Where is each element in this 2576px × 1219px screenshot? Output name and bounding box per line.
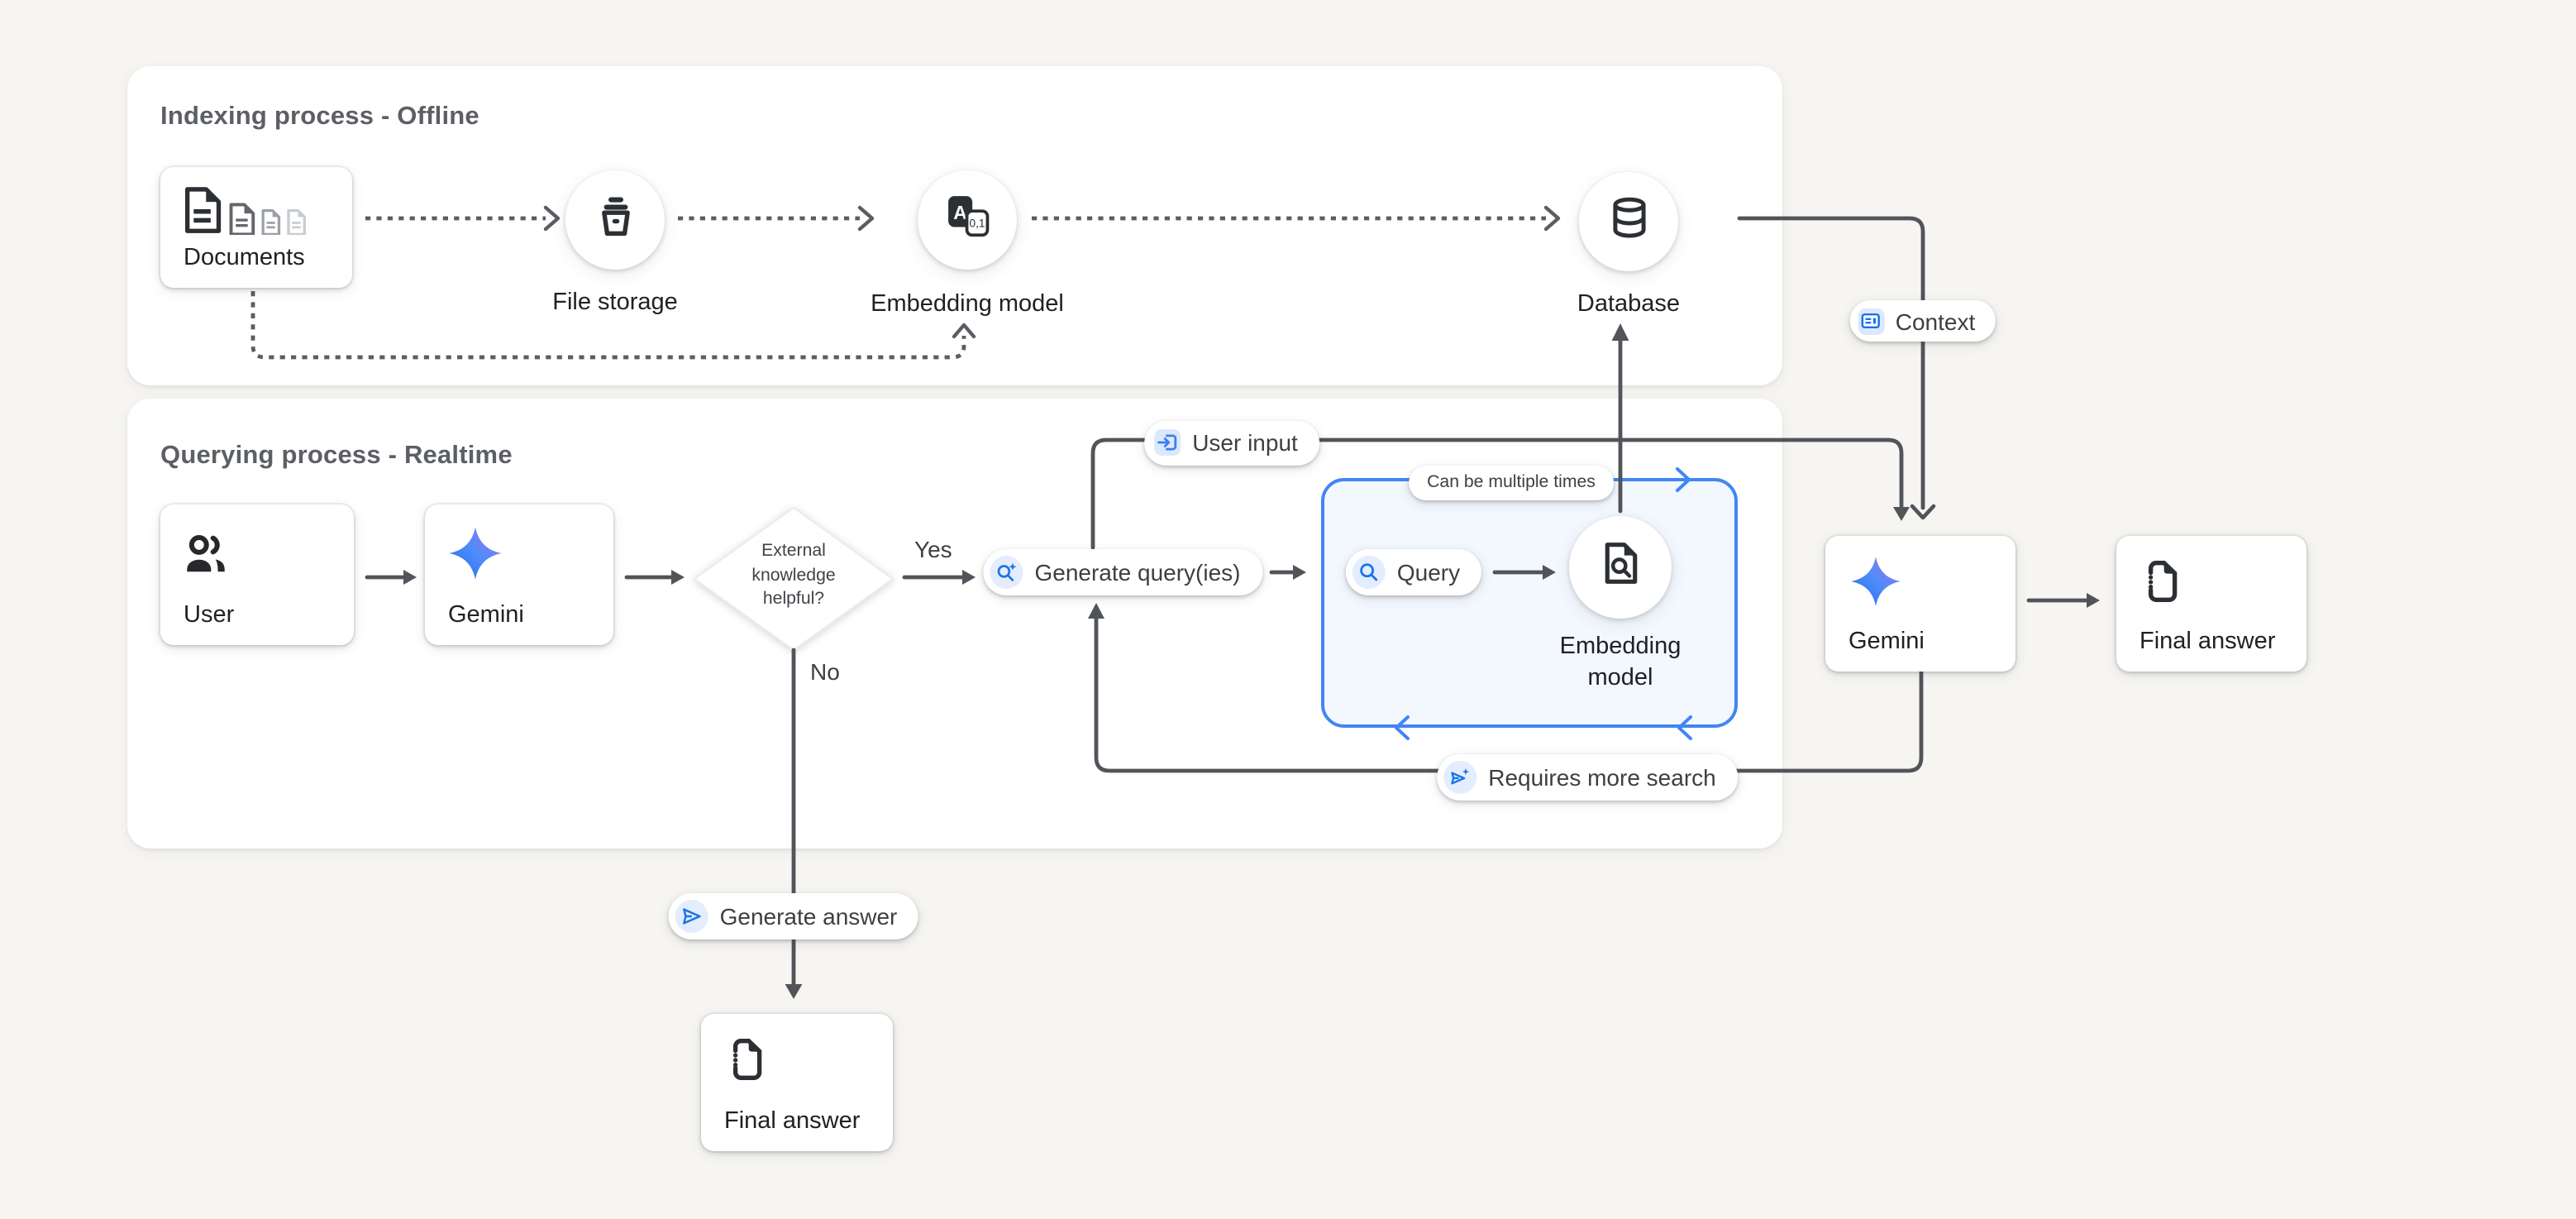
requires-more-search-label: Requires more search: [1488, 764, 1715, 791]
embedding-model-offline-node: A 0,1: [918, 170, 1017, 270]
svg-text:0,1: 0,1: [968, 218, 984, 230]
gemini-star-icon: [448, 526, 503, 589]
query-pill: Query: [1346, 549, 1481, 595]
document-search-icon: [1598, 539, 1643, 595]
final-answer-right-node: Final answer: [2116, 536, 2306, 672]
search-icon: [1352, 556, 1386, 589]
gemini-left-label: Gemini: [448, 602, 524, 629]
context-label: Context: [1896, 308, 1976, 334]
gemini-right-node: Gemini: [1825, 536, 2015, 672]
embedding-model-query-label: Embedding model: [1560, 632, 1682, 693]
gemini-left-node: Gemini: [425, 504, 613, 645]
user-node: User: [160, 504, 354, 645]
send-spark-icon: [1443, 761, 1476, 794]
svg-text:A: A: [952, 202, 966, 223]
decision-text: External knowledge helpful?: [703, 539, 885, 611]
database-label: Database: [1577, 291, 1680, 318]
gemini-star-icon: [1850, 556, 1901, 615]
query-label: Query: [1397, 559, 1460, 586]
gemini-right-label: Gemini: [1849, 629, 1925, 655]
generate-queries-pill: Generate query(ies): [983, 549, 1262, 595]
documents-node: Documents: [160, 167, 352, 288]
generate-queries-label: Generate query(ies): [1034, 559, 1240, 586]
user-input-pill: User input: [1144, 420, 1319, 465]
embedding-model-offline-label: Embedding model: [871, 291, 1064, 318]
can-be-multiple-times-pill: Can be multiple times: [1409, 465, 1614, 500]
embedding-model-query-node: [1569, 516, 1672, 619]
database-cylinder-icon: [1606, 195, 1651, 248]
send-icon: [675, 900, 708, 933]
final-answer-bottom-label: Final answer: [724, 1108, 860, 1135]
article-icon: [1858, 308, 1884, 334]
people-icon: [182, 533, 230, 586]
context-pill: Context: [1849, 300, 1996, 342]
generate-answer-pill: Generate answer: [669, 893, 919, 939]
documents-label: Documents: [184, 245, 305, 271]
generate-answer-label: Generate answer: [720, 903, 898, 930]
dashed-connectors: [253, 218, 1546, 357]
user-label: User: [184, 602, 234, 629]
final-answer-right-label: Final answer: [2140, 629, 2275, 655]
documents-icon: [185, 187, 308, 243]
storage-bucket-icon: [593, 194, 637, 246]
dotted-document-icon: [2141, 557, 2182, 614]
dotted-document-icon: [726, 1035, 767, 1092]
search-spark-icon: [990, 556, 1023, 589]
database-node: [1579, 172, 1678, 271]
user-input-label: User input: [1192, 429, 1298, 456]
file-storage-label: File storage: [552, 289, 678, 316]
no-label: No: [810, 658, 840, 685]
input-arrow-icon: [1154, 429, 1181, 456]
final-answer-bottom-node: Final answer: [701, 1014, 893, 1151]
file-storage-node: [565, 170, 665, 270]
requires-more-search-pill: Requires more search: [1437, 754, 1737, 801]
translate-a-to-numbers-icon: A 0,1: [945, 194, 990, 246]
can-be-multiple-times-label: Can be multiple times: [1427, 472, 1596, 492]
yes-label: Yes: [914, 536, 952, 562]
